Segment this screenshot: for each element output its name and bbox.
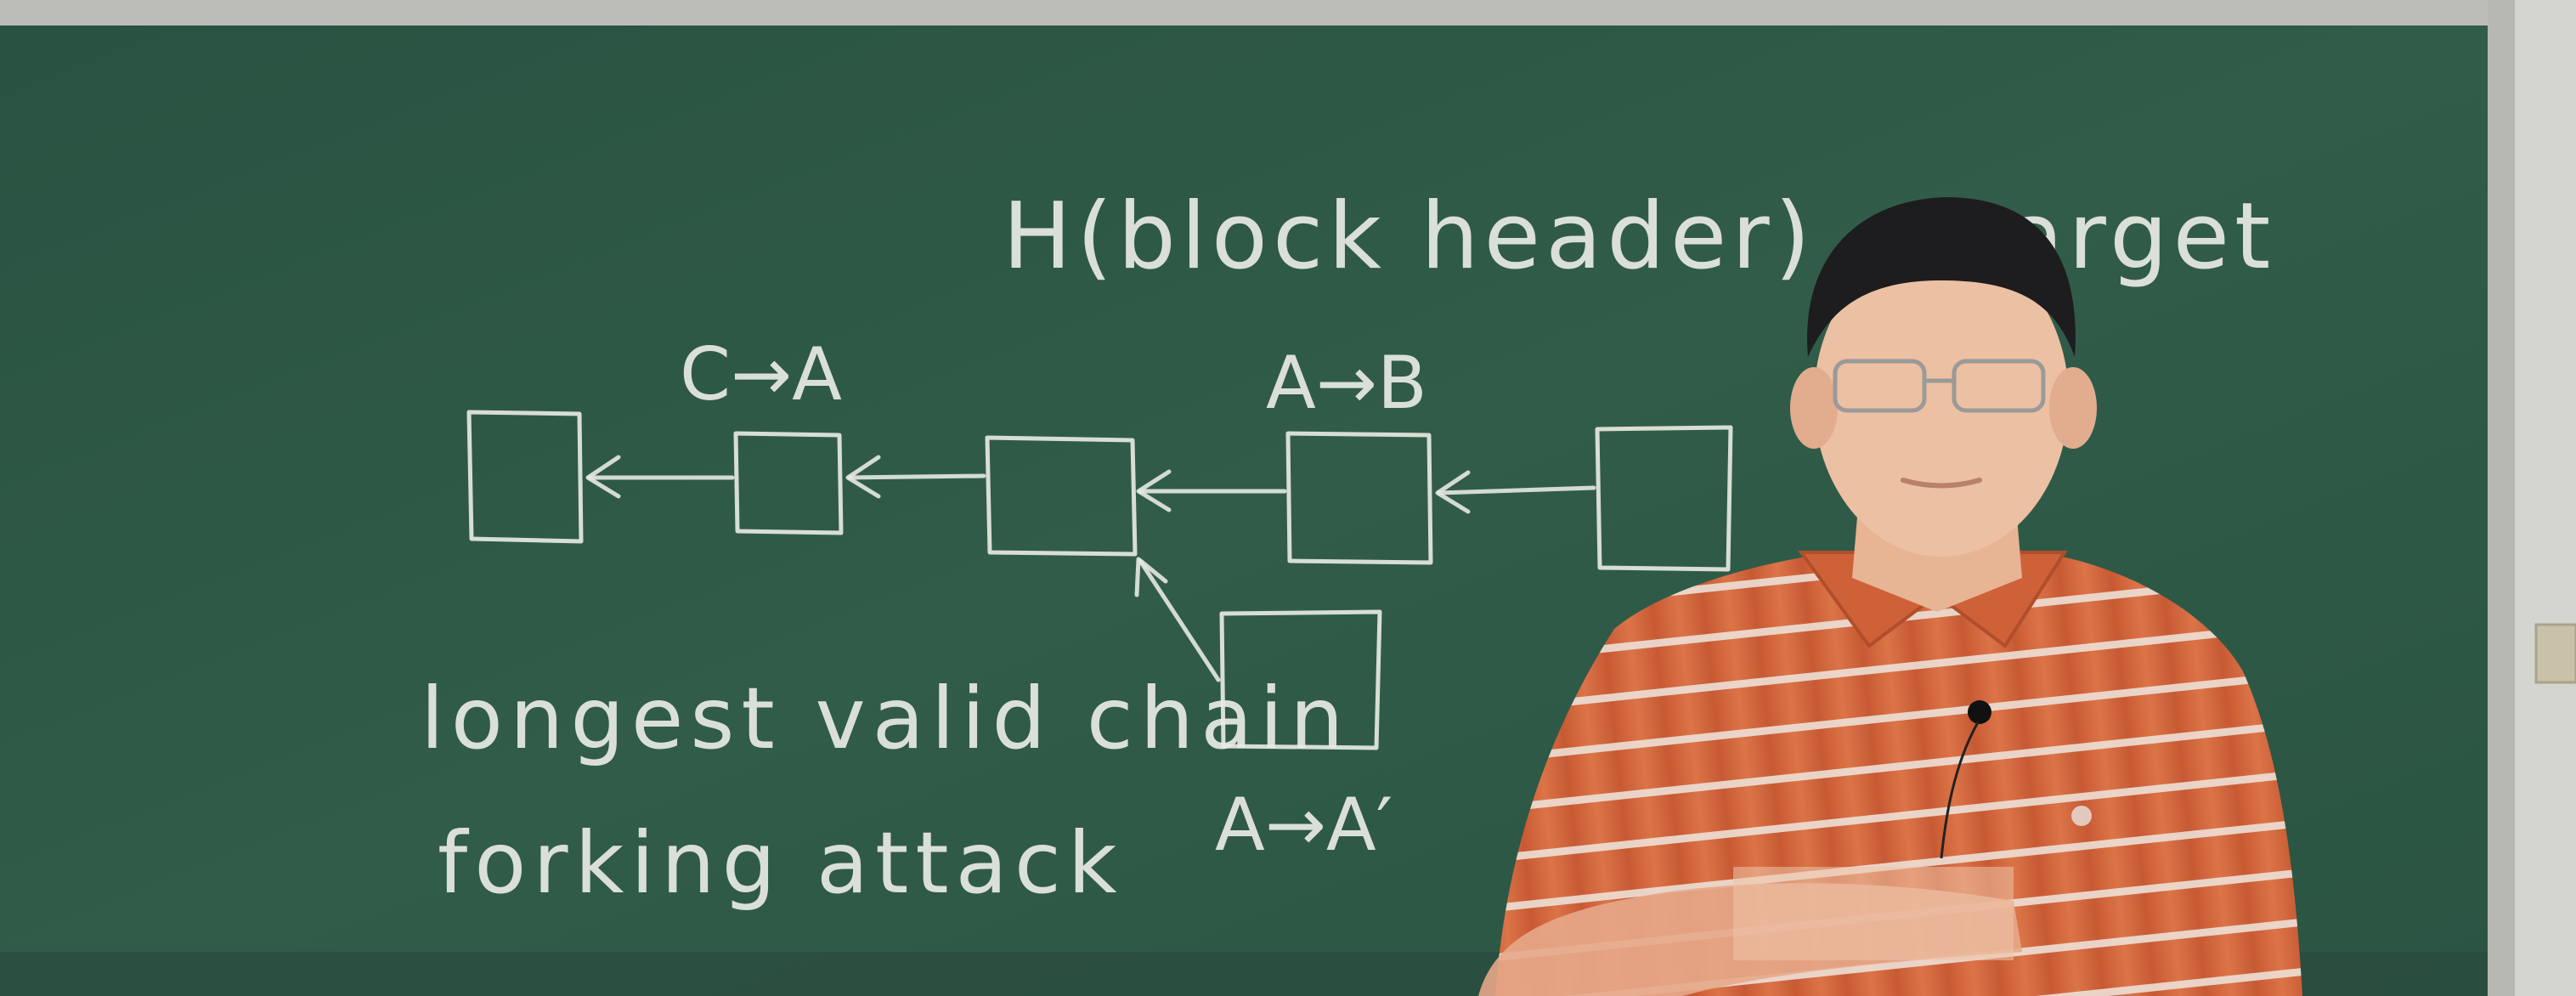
lapel-microphone-icon — [1968, 700, 1991, 724]
fork-arrow — [1134, 557, 1221, 682]
label-c-to-a: C→A — [680, 332, 842, 417]
block-4 — [1285, 431, 1433, 565]
lecturer — [1478, 197, 2302, 996]
block-3 — [985, 435, 1138, 557]
block-1 — [466, 410, 584, 544]
lecturer-shirt — [1495, 552, 2302, 996]
hash-target-formula: H(block header) ≤ target — [1003, 184, 2275, 290]
wall-switch — [2534, 623, 2576, 684]
label-a-to-a-prime: A→A′ — [1215, 783, 1393, 868]
board-right-frame — [2488, 0, 2515, 996]
fork-block — [1219, 609, 1382, 750]
chain-arrow — [845, 455, 986, 499]
note-forking-attack: forking attack — [438, 813, 1124, 913]
blockchain-diagram — [466, 410, 1733, 750]
block-2 — [733, 431, 844, 535]
note-longest-valid-chain: longest valid chain — [421, 669, 1351, 768]
shirt-logo-icon — [2071, 806, 2092, 826]
chain-arrow — [1435, 470, 1596, 514]
lecturer-hair — [1807, 197, 2076, 357]
lecturer-face — [1814, 242, 2069, 557]
label-a-to-b: A→B — [1266, 341, 1427, 426]
glasses-icon — [1833, 359, 2046, 413]
board-top-frame — [0, 0, 2515, 27]
block-5 — [1595, 425, 1733, 572]
chain-arrow — [1136, 469, 1287, 512]
chain-arrow — [585, 455, 735, 499]
